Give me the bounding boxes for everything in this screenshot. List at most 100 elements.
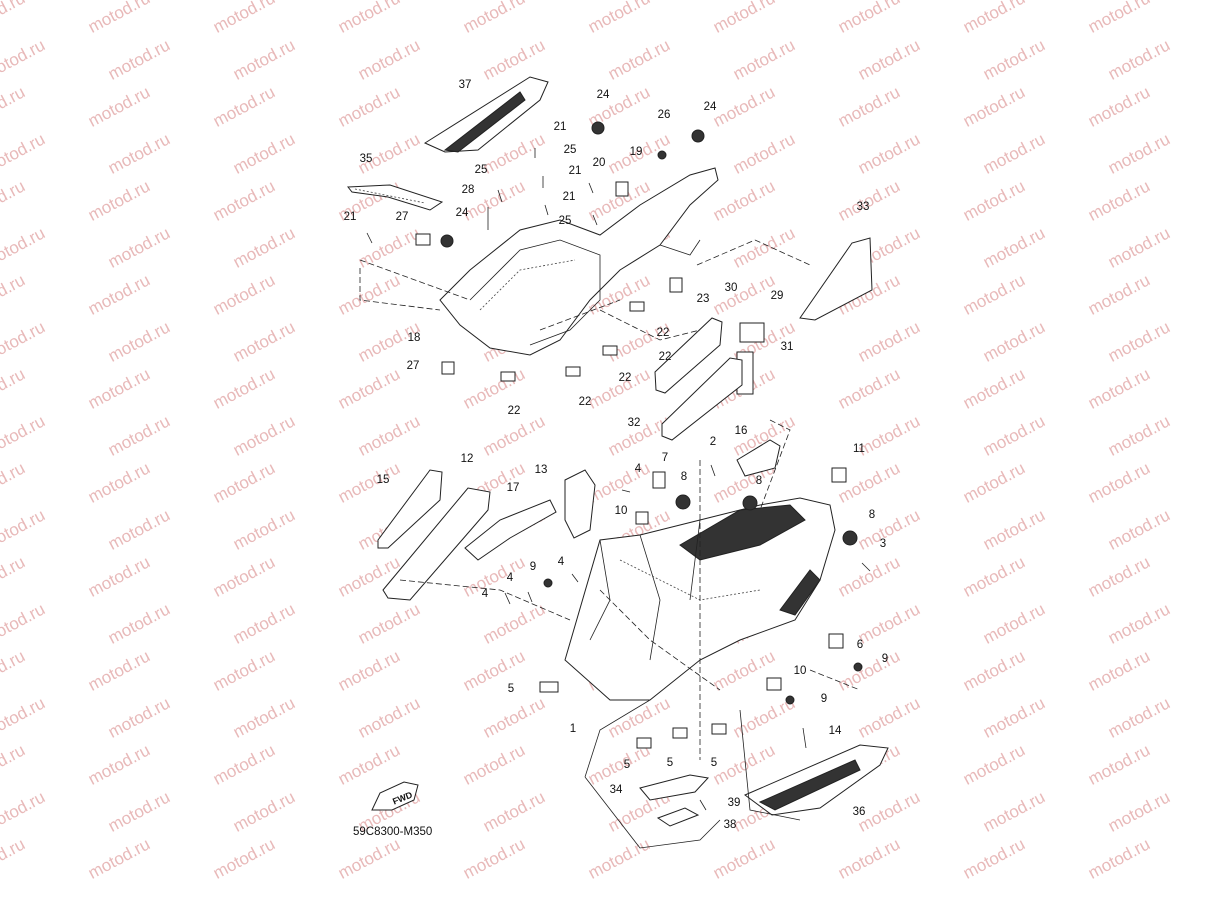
part-15-board	[377, 469, 443, 549]
callout-4: 4	[482, 588, 489, 600]
part-26-bolt	[657, 150, 667, 160]
callout-20: 20	[593, 157, 606, 169]
callout-4: 4	[635, 463, 642, 475]
callout-5: 5	[624, 759, 630, 771]
callout-25: 25	[564, 144, 577, 156]
callout-5: 5	[711, 757, 717, 769]
part-10-clip-a	[635, 511, 649, 525]
callout-26: 26	[658, 109, 671, 121]
part-30-block	[654, 317, 723, 394]
callout-1: 1	[570, 723, 576, 735]
callout-22: 22	[619, 372, 632, 384]
callout-17: 17	[507, 482, 520, 494]
callout-23: 23	[697, 293, 710, 305]
part-22-clip-a	[500, 371, 516, 382]
part-35-grille	[346, 184, 444, 211]
part-8-grommet-a	[675, 494, 691, 510]
part-8-grommet-c	[842, 530, 858, 546]
callout-4: 4	[507, 572, 514, 584]
callout-38: 38	[724, 819, 737, 831]
callout-8: 8	[756, 475, 762, 487]
part-29-pad	[739, 322, 765, 343]
part-5-clip-d	[539, 681, 559, 693]
part-24-grommet-c	[440, 234, 454, 248]
part-5-clip-c	[711, 723, 727, 735]
callout-24: 24	[597, 89, 610, 101]
callout-4: 4	[558, 556, 565, 568]
callout-6: 6	[857, 639, 863, 651]
part-19-collar	[615, 181, 629, 197]
callout-33: 33	[857, 201, 870, 213]
callout-25: 25	[475, 164, 488, 176]
diagram-code: 59C8300-M350	[353, 826, 433, 838]
part-33-panel	[799, 237, 873, 321]
callout-18: 18	[408, 332, 421, 344]
callout-16: 16	[735, 425, 748, 437]
callout-36: 36	[853, 806, 866, 818]
part-7-collar	[652, 471, 666, 489]
callout-3: 3	[880, 538, 886, 550]
callout-9: 9	[882, 653, 888, 665]
callout-9: 9	[821, 693, 827, 705]
part-38-cap	[656, 807, 700, 827]
callout-5: 5	[667, 757, 673, 769]
callout-34: 34	[610, 784, 623, 796]
callout-24: 24	[456, 207, 469, 219]
callout-14: 14	[829, 725, 842, 737]
callout-27: 27	[396, 211, 409, 223]
callout-30: 30	[725, 282, 738, 294]
callout-2: 2	[710, 436, 716, 448]
callout-13: 13	[535, 464, 548, 476]
part-24-grommet-a	[591, 121, 605, 135]
callout-12: 12	[461, 453, 474, 465]
callout-35: 35	[360, 153, 373, 165]
callout-22: 22	[508, 405, 521, 417]
callout-24: 24	[704, 101, 717, 113]
callout-8: 8	[681, 471, 687, 483]
callout-22: 22	[657, 327, 670, 339]
part-24-grommet-b	[691, 129, 705, 143]
callout-27: 27	[407, 360, 420, 372]
callout-32: 32	[628, 417, 641, 429]
callout-8: 8	[869, 509, 875, 521]
callout-10: 10	[794, 665, 807, 677]
part-8-grommet-b	[742, 495, 758, 511]
callout-28: 28	[462, 184, 475, 196]
callout-39: 39	[728, 797, 741, 809]
callout-29: 29	[771, 290, 784, 302]
callout-21: 21	[569, 165, 582, 177]
part-5-clip-a	[636, 737, 652, 749]
part-9-bolt-c	[785, 695, 795, 705]
part-6-clip	[828, 633, 844, 649]
callout-11: 11	[853, 443, 865, 455]
callout-37: 37	[459, 79, 472, 91]
callout-5: 5	[508, 683, 514, 695]
part-27-clip-b	[441, 361, 455, 375]
part-5-clip-b	[672, 727, 688, 739]
callout-21: 21	[563, 191, 576, 203]
callout-9: 9	[530, 561, 536, 573]
callout-22: 22	[659, 351, 672, 363]
part-22-clip-c	[602, 345, 618, 356]
part-13-pad	[564, 469, 596, 539]
callout-31: 31	[781, 341, 794, 353]
callout-7: 7	[662, 452, 668, 464]
callout-19: 19	[630, 146, 643, 158]
part-32-block	[661, 357, 743, 441]
part-18-inner-body	[439, 167, 719, 356]
part-12-panel	[382, 487, 491, 601]
part-9-bolt-a	[543, 578, 553, 588]
callout-25: 25	[559, 215, 572, 227]
part-22-clip-b	[565, 366, 581, 377]
part-27-clip	[415, 233, 431, 246]
part-11-clip	[831, 467, 847, 483]
callout-21: 21	[344, 211, 357, 223]
part-9-bolt-b	[853, 662, 863, 672]
part-22-clip-d	[629, 301, 645, 312]
fwd-arrow-icon	[371, 781, 419, 811]
part-10-clip-b	[766, 677, 782, 691]
callout-15: 15	[377, 474, 390, 486]
